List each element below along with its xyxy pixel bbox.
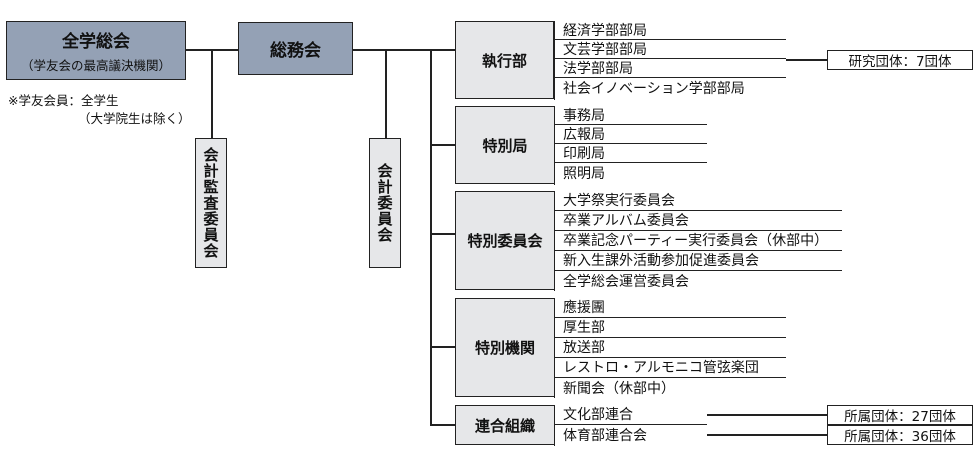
research-groups-note: 研究団体：7団体 [827,50,973,70]
list-item: 経済学部部局 [555,21,786,40]
sports-groups-note: 所属団体：36団体 [827,425,973,445]
branch-tick-federation [430,424,455,426]
list-item: 印刷局 [555,144,707,163]
list-item: 卒業記念パーティー実行委員会（休部中） [555,231,842,251]
audit-committee-label: 会計監査委員会 [201,147,220,259]
group-federation-label: 連合組織 [474,416,535,435]
list-item: 厚生部 [555,318,786,338]
culture-groups-note: 所属団体：27団体 [827,405,973,425]
group-special-organization-list: 應援團 厚生部 放送部 レストロ・アルモニコ管弦楽団 新聞会（休部中） [554,297,786,398]
list-item: 文化部連合 [555,405,707,425]
list-item: 広報局 [555,125,707,144]
culture-groups-note-text: 所属団体：27団体 [844,409,956,425]
list-item: 應援團 [555,298,786,318]
list-item: レストロ・アルモニコ管弦楽団 [555,358,786,378]
group-executive: 執行部 経済学部部局 文芸学部部局 法学部部局 社会イノベーション学部部局 [455,20,786,100]
group-special-organization: 特別機関 應援團 厚生部 放送部 レストロ・アルモニコ管弦楽団 新聞会（休部中） [455,297,786,398]
branch-trunk [430,49,432,424]
group-executive-label-cell: 執行部 [456,22,554,98]
line-general-to-branch [353,49,455,51]
general-assembly-box: 全学総会 （学友会の最高議決機関） [6,21,186,80]
group-special-bureau-label-cell: 特別局 [456,107,554,183]
membership-note-line2: （大学院生は除く） [78,111,191,126]
group-special-bureau-label: 特別局 [482,136,528,155]
group-special-organization-label-cell: 特別機関 [456,299,554,396]
group-special-committee-list: 大学祭実行委員会 卒業アルバム委員会 卒業記念パーティー実行委員会（休部中） 新… [554,190,842,291]
list-item: 新聞会（休部中） [563,380,675,397]
list-item: 事務局 [555,106,707,125]
group-executive-label: 執行部 [481,51,527,70]
accounting-committee-box: 会計委員会 [369,138,401,268]
group-federation: 連合組織 文化部連合 体育部連合会 [455,404,707,446]
group-special-bureau: 特別局 事務局 広報局 印刷局 照明局 [455,105,707,185]
group-special-committee: 特別委員会 大学祭実行委員会 卒業アルバム委員会 卒業記念パーティー実行委員会（… [455,190,842,291]
line-accounting-drop [385,49,387,138]
list-item: 体育部連合会 [563,428,647,444]
branch-tick-special-committee [430,233,455,235]
general-assembly-title: 全学総会 [62,32,130,52]
list-item: 照明局 [563,166,605,182]
general-affairs-title: 総務会 [270,41,321,61]
list-item: 大学祭実行委員会 [555,191,842,211]
general-affairs-box: 総務会 [238,22,353,75]
group-federation-label-cell: 連合組織 [456,406,554,444]
membership-note-line1: ※学友会員：全学生 [8,93,119,108]
sports-groups-note-text: 所属団体：36団体 [844,429,956,445]
list-item: 卒業アルバム委員会 [555,211,842,231]
accounting-committee-label: 会計委員会 [375,163,394,243]
list-item: 全学総会運営委員会 [563,273,689,290]
group-special-organization-label: 特別機関 [474,339,535,357]
line-to-research-note [785,59,827,61]
research-groups-note-text: 研究団体：7団体 [848,54,952,70]
general-assembly-subtitle: （学友会の最高議決機関） [20,58,171,73]
group-federation-list: 文化部連合 体育部連合会 [554,404,707,446]
list-item: 放送部 [555,338,786,358]
group-special-committee-label-cell: 特別委員会 [456,192,554,289]
branch-tick-special-org [430,346,455,348]
audit-committee-box: 会計監査委員会 [195,138,227,268]
group-special-bureau-list: 事務局 広報局 印刷局 照明局 [554,105,707,185]
list-item: 新入生課外活動参加促進委員会 [555,251,842,271]
line-audit-drop [211,49,213,138]
list-item: 法学部部局 [555,59,786,78]
list-item: 文芸学部部局 [555,40,786,59]
line-to-culture-note [706,414,827,416]
branch-tick-special-bureau [430,144,455,146]
list-item: 社会イノベーション学部部局 [563,81,745,97]
group-executive-list: 経済学部部局 文芸学部部局 法学部部局 社会イノベーション学部部局 [554,20,786,100]
line-to-sports-note [706,434,827,436]
group-special-committee-label: 特別委員会 [467,232,543,250]
